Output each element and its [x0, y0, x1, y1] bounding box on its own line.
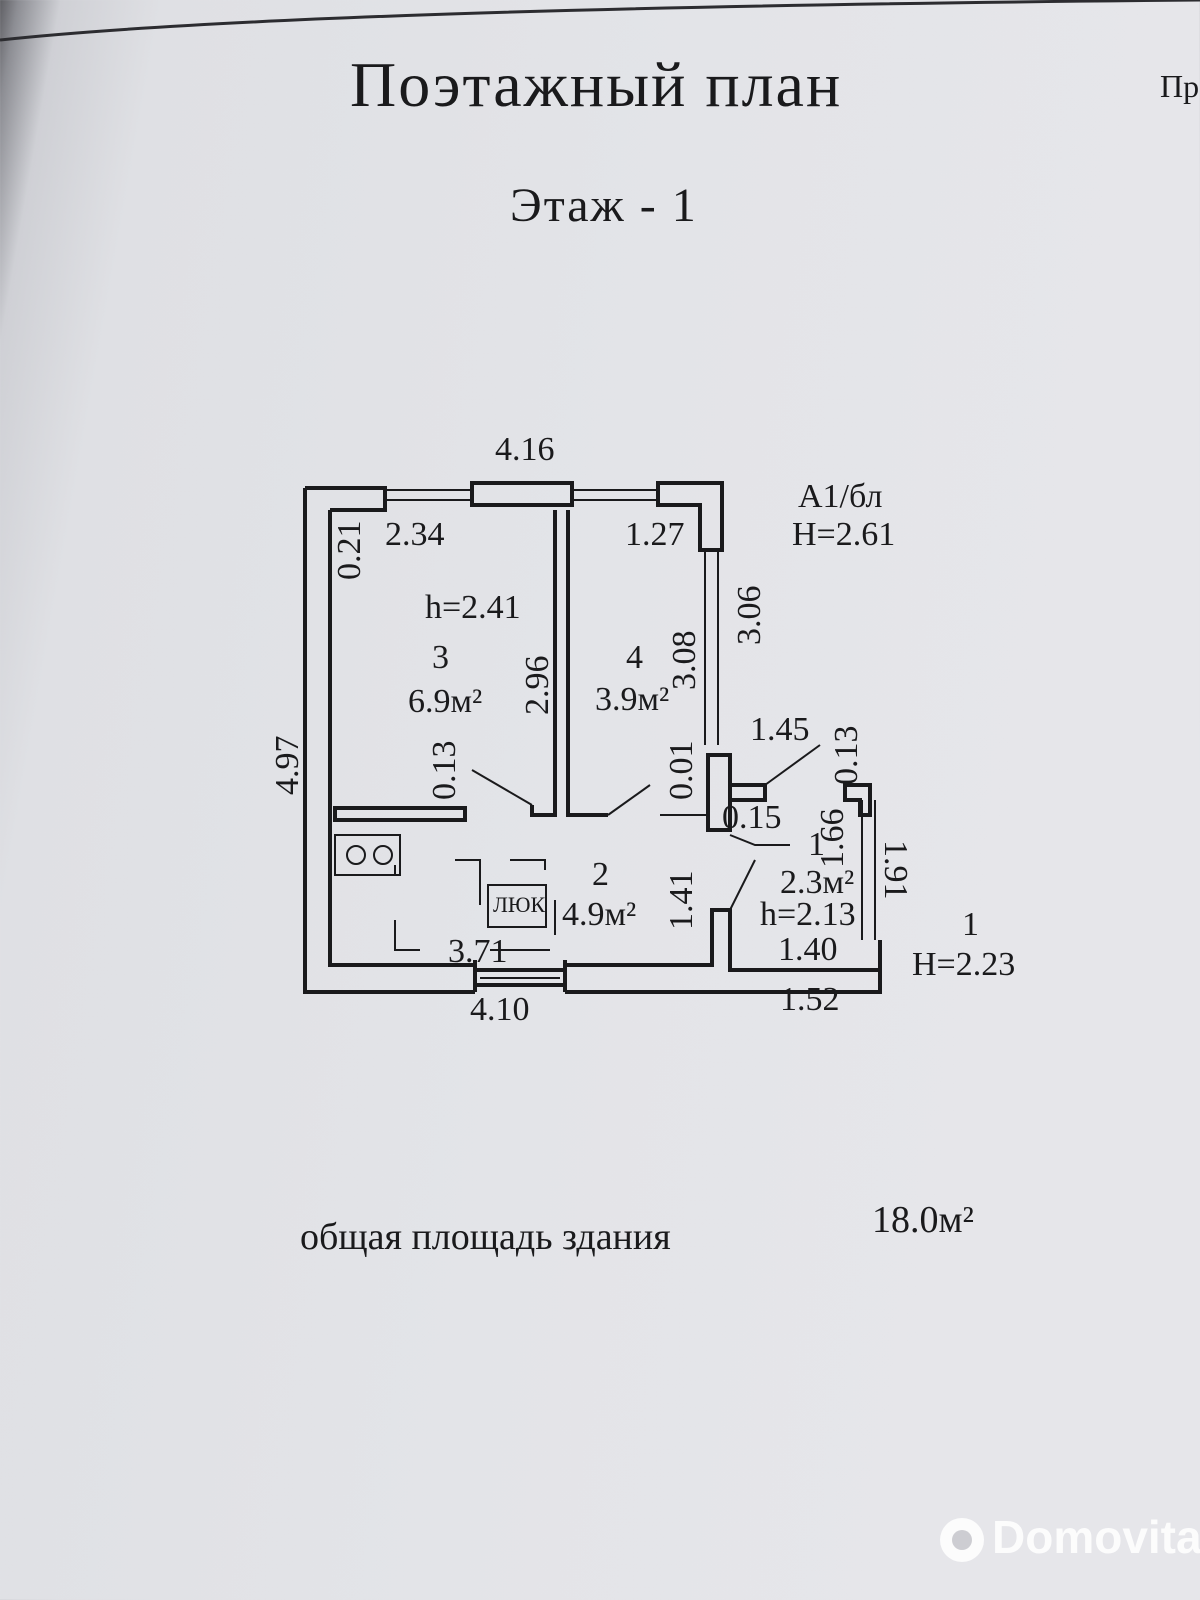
room-2-number: 2	[592, 856, 609, 893]
dim-r4-right-outer: 3.06	[731, 586, 768, 646]
partitions	[333, 510, 872, 911]
room-1-number: 1	[808, 826, 825, 863]
building-annex-height: Н=2.23	[912, 946, 1015, 983]
total-area-value: 18.0м²	[872, 1199, 974, 1241]
dim-r4-lower: 0.01	[663, 741, 700, 801]
dim-r3-wall: 0.21	[331, 521, 368, 581]
windows	[385, 489, 876, 979]
room-1-area: 2.3м²	[780, 864, 854, 901]
hatch-icon	[394, 859, 556, 951]
dim-r1-bottom-inner: 1.40	[778, 931, 838, 968]
dim-r1-right-outer: 1.91	[877, 840, 914, 900]
building-annex-code: 1	[962, 906, 979, 943]
dim-left-total: 4.97	[269, 736, 306, 796]
room-2-area: 4.9м²	[562, 896, 636, 933]
page-edge-shadow	[0, 0, 1200, 60]
dim-r1-right-inner: 1.66	[814, 809, 851, 869]
room-3-height: h=2.41	[425, 589, 521, 626]
room-1-height: h=2.13	[760, 896, 856, 933]
watermark-text: Domovita	[992, 1511, 1200, 1563]
room-4-area: 3.9м²	[595, 681, 669, 718]
room-4-number: 4	[626, 639, 643, 676]
dim-bottom-total: 4.10	[470, 991, 530, 1028]
dim-r1-wall-b: 0.15	[722, 799, 782, 836]
floor-plan: 4.16 4.97 4.10 2.34 0.21 2.96 0.13 1.27 …	[269, 431, 1015, 1028]
dim-r4-top: 1.27	[625, 516, 685, 553]
dim-r1-bottom-outer: 1.52	[780, 981, 840, 1018]
room-3-area: 6.9м²	[408, 683, 482, 720]
floor-label: Этаж - 1	[510, 179, 698, 232]
dim-r2-right: 1.41	[663, 871, 700, 931]
dim-r1-top: 1.45	[750, 711, 810, 748]
stove-icon	[334, 834, 401, 876]
dim-top-total: 4.16	[495, 431, 555, 468]
total-area-label: общая площадь здания	[300, 1216, 671, 1258]
dim-r2-bottom: 3.71	[448, 933, 508, 970]
building-main-code: А1/бл	[798, 478, 882, 515]
dim-r3-top: 2.34	[385, 516, 445, 553]
dim-r1-wall-a: 0.13	[828, 726, 865, 786]
room-3-number: 3	[432, 639, 449, 676]
dim-r3-right: 2.96	[519, 656, 556, 716]
dim-r4-right-inner: 3.08	[666, 631, 703, 691]
building-main-height: Н=2.61	[792, 516, 895, 553]
dim-r3-lower: 0.13	[426, 741, 463, 801]
page-title: Поэтажный план	[350, 49, 843, 120]
watermark-logo-icon	[940, 1518, 984, 1562]
corner-text: Пр	[1160, 68, 1200, 104]
hatch-label: ЛЮК	[493, 892, 546, 917]
